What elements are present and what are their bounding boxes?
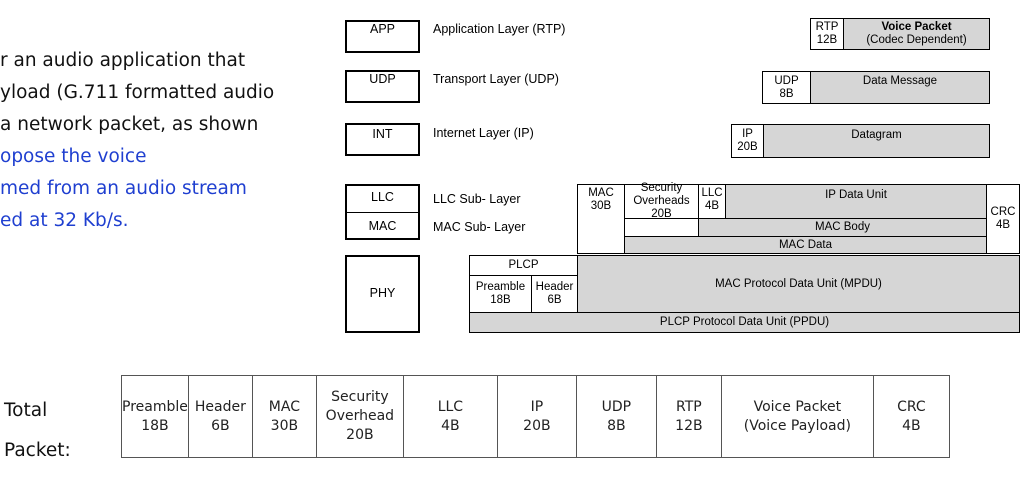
cell-ip-data-unit: IP Data Unit xyxy=(725,184,987,219)
layer-label-mac: MAC Sub- Layer xyxy=(433,220,526,234)
layer-label-udp: Transport Layer (UDP) xyxy=(433,72,559,86)
cell-voice-packet: Voice Packet(Codec Dependent) xyxy=(843,18,990,50)
paragraph-line-1: r an audio application that xyxy=(0,50,246,71)
cell-data-message: Data Message xyxy=(810,71,990,104)
layer-box-app: APP xyxy=(345,20,420,53)
layer-box-int: INT xyxy=(345,123,420,156)
paragraph-line-4: opose the voice xyxy=(0,146,147,167)
paragraph-line-5: med from an audio stream xyxy=(0,178,247,199)
layer-label-app: Application Layer (RTP) xyxy=(433,22,566,36)
layer-box-llc-mac: LLC MAC xyxy=(345,184,420,240)
total-label: Total xyxy=(4,400,48,421)
layer-box-phy: PHY xyxy=(345,255,420,333)
layer-box-mac: MAC xyxy=(368,219,397,233)
layer-box-udp: UDP xyxy=(345,70,420,103)
cell-datagram: Datagram xyxy=(763,124,990,158)
layer-box-llc: LLC xyxy=(347,186,418,213)
cell-plcp: PLCP xyxy=(469,255,578,276)
paragraph-line-3: a network packet, as shown xyxy=(0,114,259,135)
paragraph-line-2: yload (G.711 formatted audio xyxy=(0,82,275,103)
cell-mpdu: MAC Protocol Data Unit (MPDU) xyxy=(577,255,1020,313)
cell-mac-data: MAC Data xyxy=(624,236,987,254)
cell-ppdu: PLCP Protocol Data Unit (PPDU) xyxy=(469,312,1020,333)
packet-label: Packet: xyxy=(4,440,71,461)
paragraph-line-6: ed at 32 Kb/s. xyxy=(0,210,129,231)
layer-label-llc: LLC Sub- Layer xyxy=(433,192,521,206)
layer-label-int: Internet Layer (IP) xyxy=(433,126,534,140)
cell-mac-body: MAC Body xyxy=(698,218,987,237)
table-cell-voice-packet: Voice Packet(Voice Payload) xyxy=(720,375,874,458)
